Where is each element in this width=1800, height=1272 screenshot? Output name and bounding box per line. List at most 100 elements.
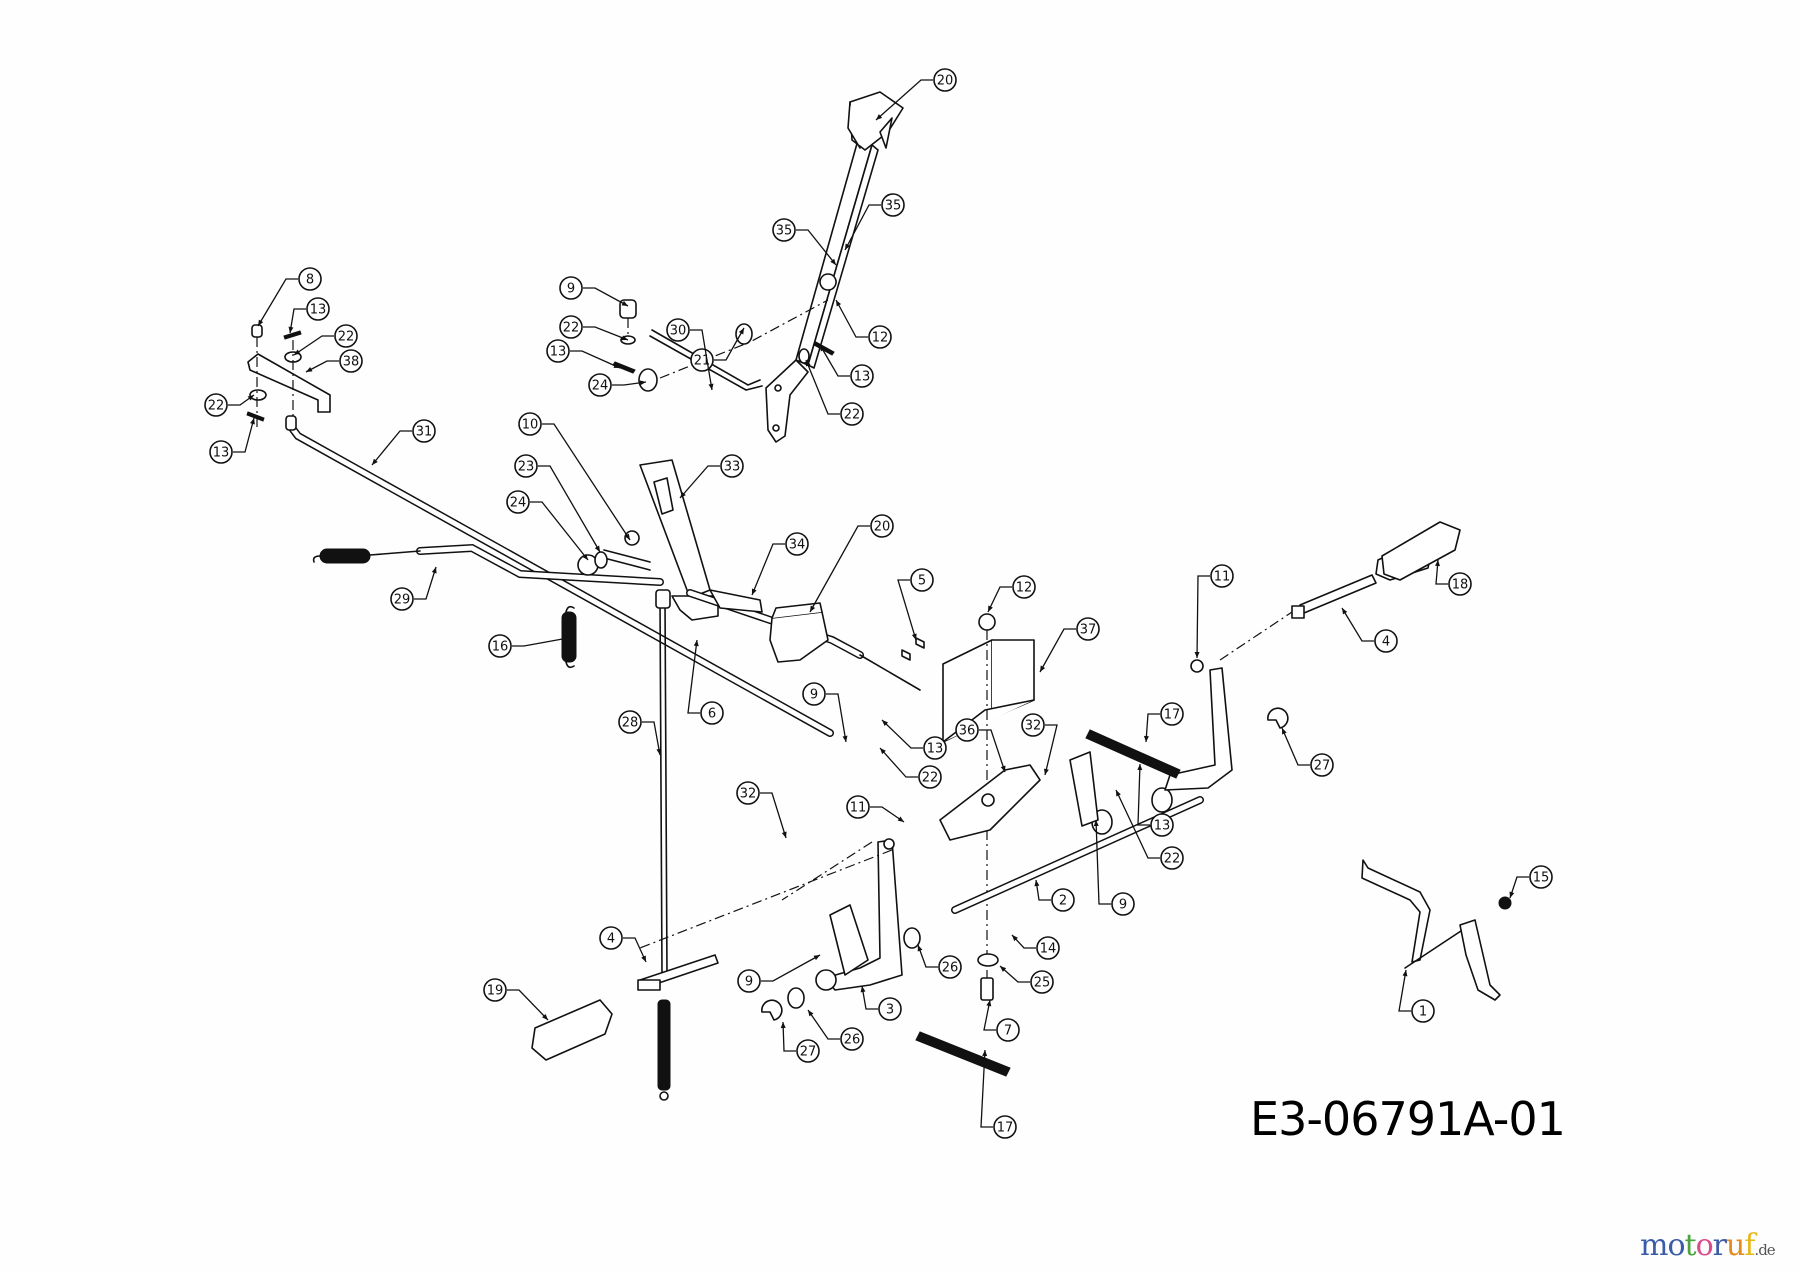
arrowhead — [258, 319, 264, 326]
callout-number: 26 — [844, 1033, 861, 1048]
callout-circle — [559, 315, 583, 339]
callout-circle — [1150, 813, 1174, 837]
arrowhead — [1116, 790, 1121, 797]
arrowhead — [306, 367, 313, 372]
rod-29 — [312, 543, 664, 586]
callout-circle — [1111, 892, 1135, 916]
leader-line — [642, 721, 661, 756]
arrowhead — [917, 945, 923, 952]
callout-number: 1 — [1419, 1005, 1427, 1020]
callout-circle — [955, 718, 979, 742]
callout-circle — [700, 701, 724, 725]
long-rod — [285, 415, 834, 737]
arrowhead — [780, 1022, 786, 1029]
callout-circle — [1051, 888, 1075, 912]
arrowhead — [1194, 651, 1200, 658]
leader-line — [819, 344, 850, 377]
arrowhead — [624, 533, 630, 540]
watermark-tld: .de — [1754, 1241, 1775, 1259]
callout-number: 24 — [510, 496, 527, 511]
clip-27-right — [1267, 707, 1289, 729]
callout-18: 18 — [1435, 559, 1472, 596]
leader-line — [835, 299, 868, 338]
callout-number: 22 — [1164, 852, 1181, 867]
callout-circle — [514, 454, 538, 478]
callout-circle — [846, 795, 870, 819]
arrowhead — [1040, 665, 1046, 672]
callout-number: 13 — [213, 446, 230, 461]
arrowhead — [982, 1050, 988, 1057]
callout-circle — [996, 1018, 1020, 1042]
callout-32: 32 — [1021, 713, 1058, 776]
callout-34: 34 — [751, 532, 809, 596]
center-pedal — [577, 459, 921, 691]
callout-number: 16 — [492, 640, 509, 655]
callout-number: 22 — [922, 771, 939, 786]
callout-circle — [209, 440, 233, 464]
callout-number: 35 — [885, 199, 902, 214]
callout-circle — [1160, 702, 1184, 726]
arrowhead — [680, 491, 686, 498]
arrowhead — [1402, 970, 1408, 977]
upper-pedal-pad — [847, 91, 904, 151]
callout-circle — [1529, 865, 1553, 889]
callout-7: 7 — [983, 999, 1020, 1042]
callout-circle — [412, 419, 436, 443]
arrowhead — [431, 567, 437, 574]
callout-number: 5 — [918, 574, 926, 589]
callout-12: 12 — [987, 575, 1036, 613]
callout-22: 22 — [879, 747, 942, 789]
leader-line — [542, 423, 631, 541]
callout-22: 22 — [559, 315, 629, 341]
callout-circle — [298, 267, 322, 291]
callout-number: 19 — [487, 984, 504, 999]
callout-circle — [1411, 999, 1435, 1023]
callout-4: 4 — [599, 926, 647, 963]
leader-line — [897, 579, 917, 641]
callout-number: 18 — [1452, 578, 1469, 593]
callout-19: 19 — [483, 978, 549, 1021]
callout-number: 30 — [670, 324, 687, 339]
callout-number: 2 — [1059, 894, 1067, 909]
arrowhead — [641, 955, 646, 962]
callout-16: 16 — [488, 634, 569, 658]
callout-circle — [339, 349, 363, 373]
plate-36 — [939, 764, 1041, 841]
callout-35: 35 — [772, 218, 837, 266]
leader-line — [1398, 969, 1411, 1012]
callout-14: 14 — [1011, 934, 1060, 960]
arrowhead — [1342, 608, 1348, 615]
callout-8: 8 — [257, 267, 322, 327]
leader-line — [805, 359, 840, 415]
callout-12: 12 — [835, 299, 892, 349]
callout-circle — [772, 218, 796, 242]
callout-38: 38 — [305, 349, 363, 373]
callout-circle — [933, 68, 957, 92]
leader-line — [879, 747, 918, 778]
leader-line — [1095, 819, 1111, 905]
callout-22: 22 — [293, 324, 358, 356]
callout-number: 27 — [800, 1045, 817, 1060]
callout-circle — [390, 587, 414, 611]
callout-number: 12 — [872, 331, 889, 346]
callout-number: 9 — [1119, 898, 1127, 913]
callout-circle — [910, 568, 934, 592]
callout-number: 11 — [1214, 570, 1231, 585]
callout-number: 9 — [745, 975, 753, 990]
leader-line — [809, 525, 870, 613]
leader-line — [414, 566, 437, 600]
callout-circle — [546, 339, 570, 363]
callout-number: 31 — [416, 425, 433, 440]
callout-circle — [1210, 564, 1234, 588]
pedal-shaft-left — [637, 954, 719, 991]
callout-number: 13 — [927, 742, 944, 757]
arrowhead — [738, 328, 744, 335]
lower-lever — [639, 838, 903, 991]
callout-circle — [881, 193, 905, 217]
arrowhead — [1000, 966, 1007, 972]
leader-line — [289, 308, 306, 334]
leader-line — [623, 937, 647, 963]
watermark-letter: m — [1640, 1228, 1668, 1263]
callout-number: 25 — [1034, 976, 1051, 991]
leader-line — [679, 465, 720, 499]
